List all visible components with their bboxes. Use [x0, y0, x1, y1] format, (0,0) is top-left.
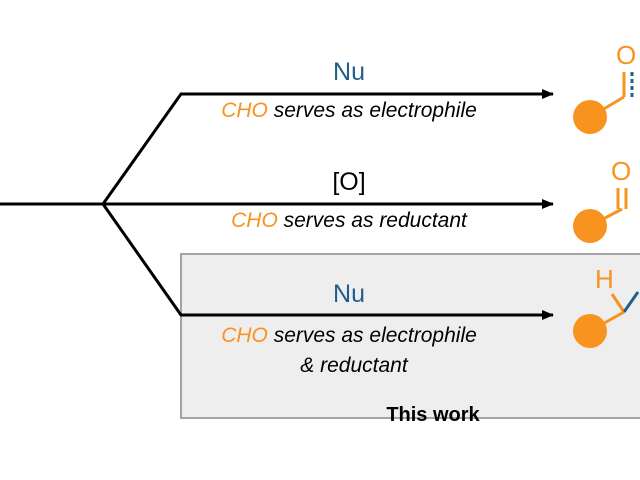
cho-highlight: CHO — [221, 324, 268, 347]
reaction-arrows — [103, 89, 554, 320]
branch-upper — [101, 92, 183, 206]
branch-lines — [0, 92, 183, 317]
product-route-1: O — [573, 40, 636, 134]
cho-highlight: CHO — [221, 99, 268, 122]
branch-lower — [101, 202, 183, 317]
condition-route-2: CHO serves as reductant — [231, 209, 468, 232]
condition-text: serves as reductant — [278, 209, 468, 232]
condition-route-3-line-2: & reductant — [300, 354, 409, 377]
substituent-ball — [573, 314, 607, 348]
hydrogen-atom: H — [595, 264, 614, 294]
oxygen-atom: O — [616, 40, 636, 70]
product-route-2: O — [573, 156, 631, 243]
condition-route-1: CHO serves as electrophile — [221, 99, 477, 122]
condition-route-3: CHO serves as electrophile — [221, 324, 477, 347]
ch-bond — [610, 293, 626, 313]
reagent-route-2: [O] — [332, 168, 365, 196]
reagent-route-1: Nu — [333, 58, 365, 86]
substituent-ball — [573, 100, 607, 134]
nu-bond — [622, 291, 640, 313]
substituent-ball — [573, 209, 607, 243]
product-route-3: H — [573, 264, 640, 348]
oxygen-atom: O — [611, 156, 631, 186]
reagent-route-3: Nu — [333, 280, 365, 308]
this-work-label: This work — [386, 404, 480, 426]
condition-text: serves as electrophile — [268, 99, 477, 122]
cho-highlight: CHO — [231, 209, 278, 232]
condition-text: serves as electrophile — [268, 324, 477, 347]
highlight-box — [180, 253, 640, 419]
